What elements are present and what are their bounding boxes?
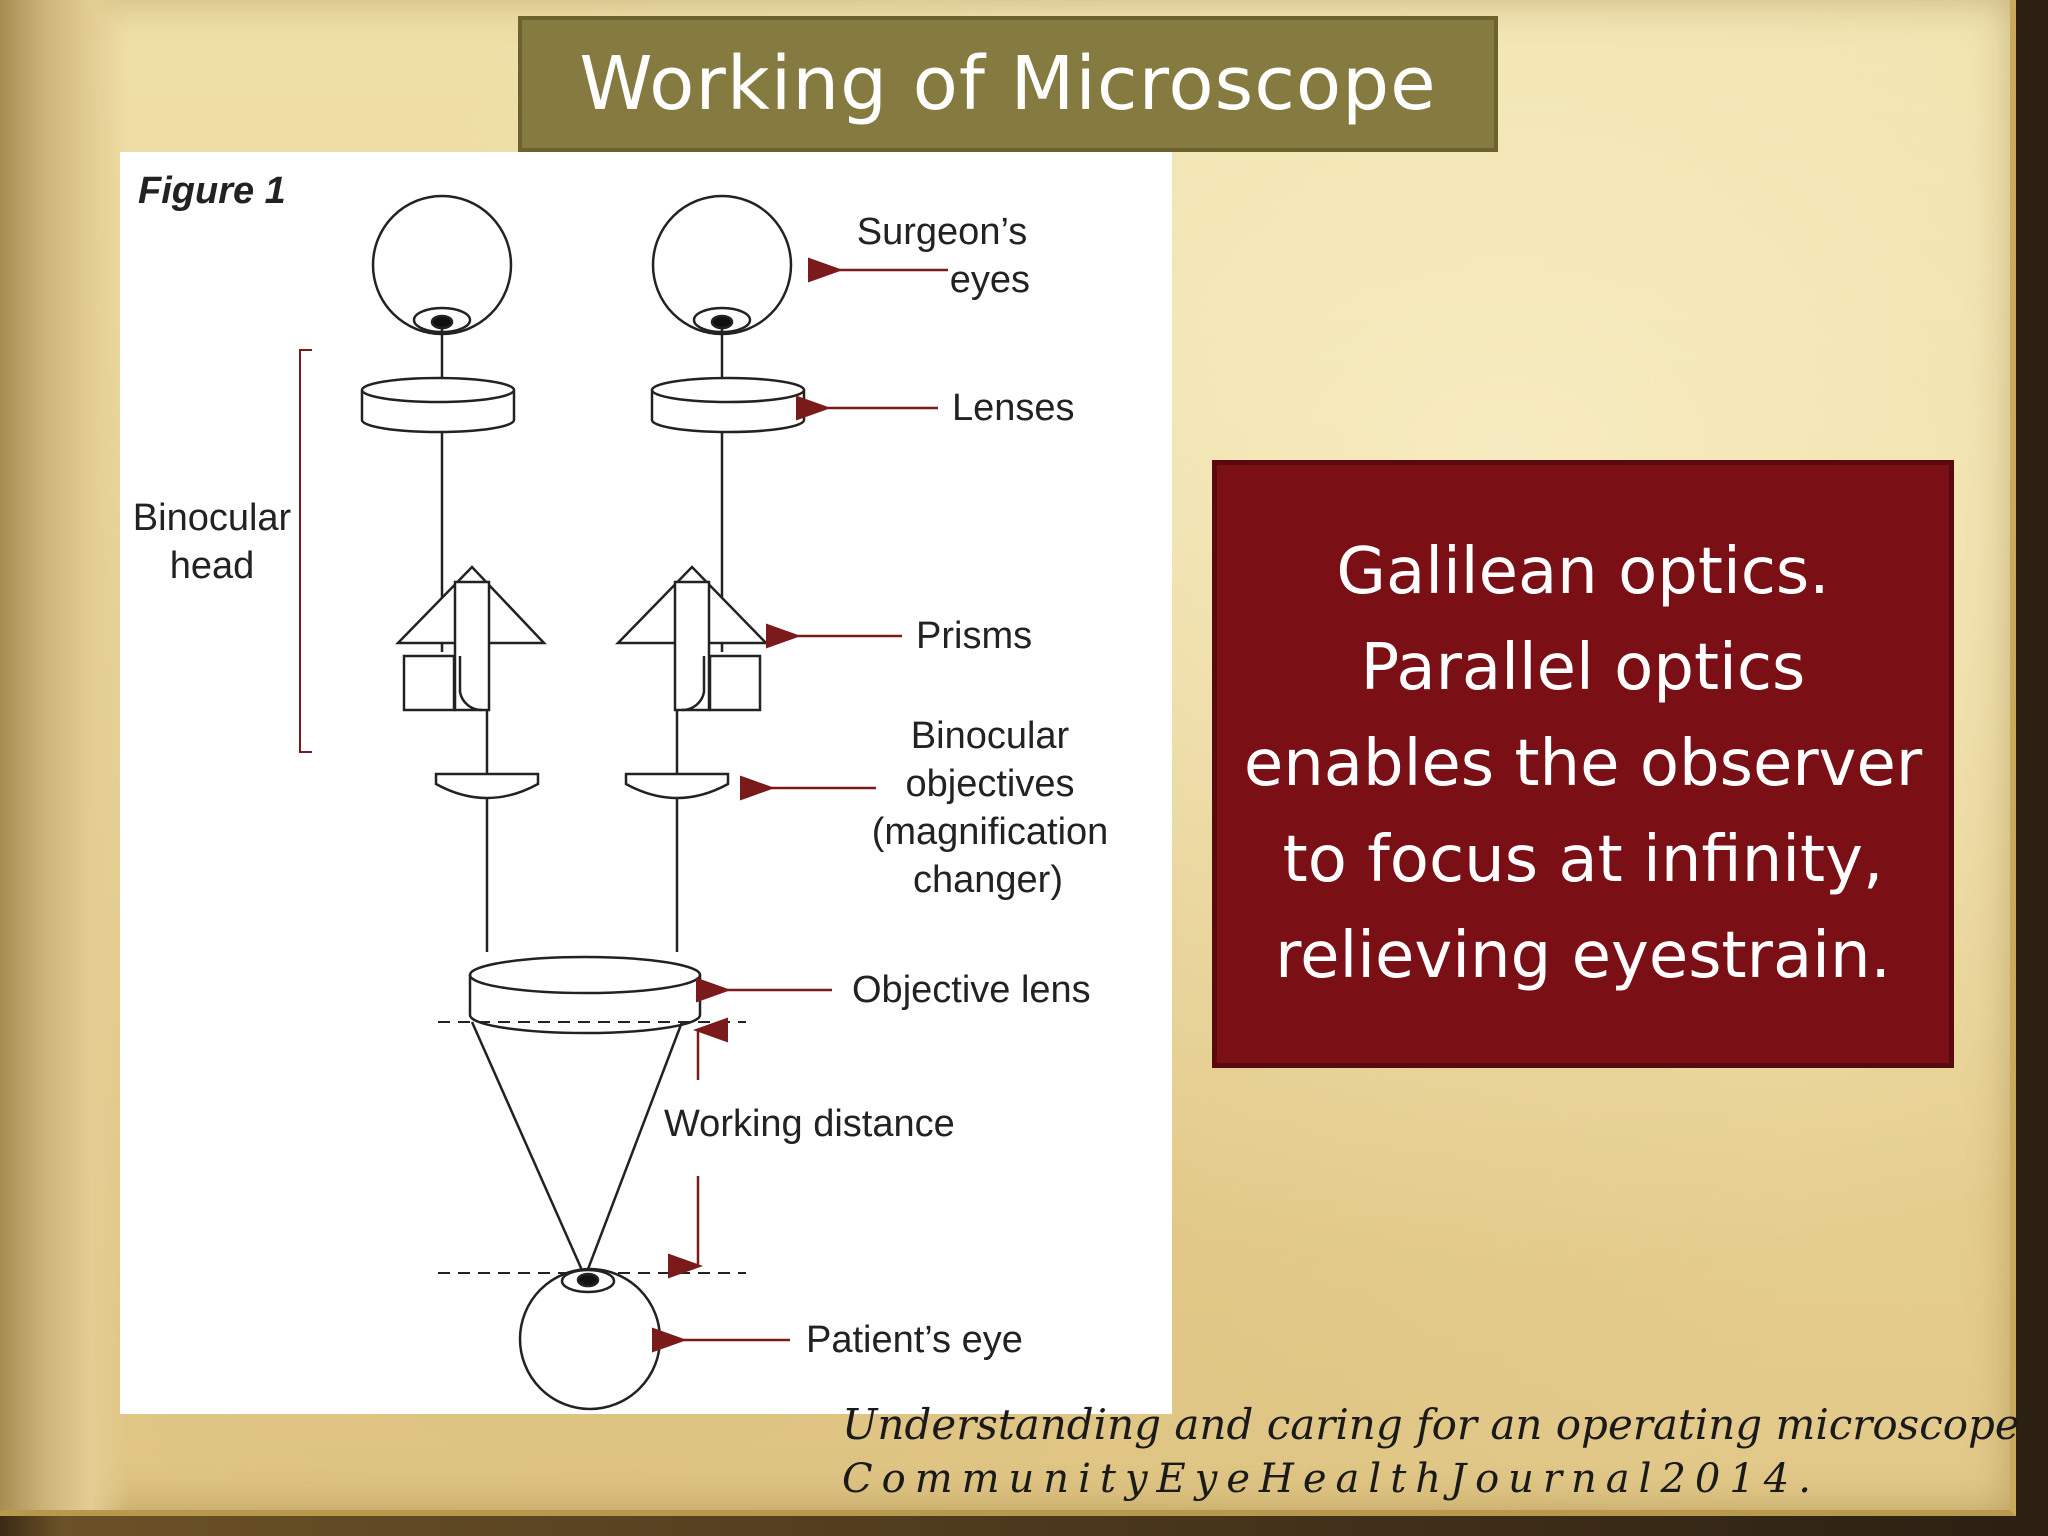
label-surgeons-eyes-2: eyes	[950, 259, 1030, 301]
book-spine	[0, 0, 130, 1510]
citation-title: Understanding and caring for an operatin…	[842, 1400, 2020, 1449]
citation: Understanding and caring for an operatin…	[842, 1398, 2020, 1506]
label-binocular-head-2: head	[170, 545, 255, 587]
label-patients-eye: Patient’s eye	[806, 1319, 1023, 1361]
objective-lens-shape	[468, 955, 702, 1035]
title-banner: Working of Microscope	[518, 16, 1498, 152]
label-objective-lens: Objective lens	[852, 969, 1091, 1011]
label-prisms: Prisms	[916, 615, 1032, 657]
left-prism-shape	[395, 565, 547, 712]
citation-source: CommunityEyeHealthJournal2014.	[842, 1456, 1820, 1502]
microscope-diagram: Surgeon’s eyes Lenses Binocular head Pri…	[133, 194, 1109, 1411]
right-prism-shape	[615, 565, 769, 712]
slide-title: Working of Microscope	[579, 41, 1437, 127]
label-binocular-objectives-4: changer)	[913, 859, 1063, 901]
right-objective-shape	[624, 772, 730, 800]
label-binocular-objectives-2: objectives	[906, 763, 1075, 805]
label-binocular-objectives-3: (magnification	[872, 811, 1109, 853]
label-lenses: Lenses	[952, 387, 1075, 429]
label-surgeons-eyes-1: Surgeon’s	[857, 211, 1027, 253]
info-text: Galilean optics. Parallel optics enables…	[1243, 535, 1923, 993]
info-callout: Galilean optics. Parallel optics enables…	[1212, 460, 1954, 1068]
label-binocular-objectives-1: Binocular	[911, 715, 1070, 757]
label-binocular-head-1: Binocular	[133, 497, 292, 539]
label-working-distance: Working distance	[664, 1103, 955, 1145]
right-lens-shape	[650, 376, 806, 434]
figure-label: Figure 1	[138, 170, 286, 212]
left-objective-shape	[434, 772, 540, 800]
left-lens-shape	[360, 376, 516, 434]
